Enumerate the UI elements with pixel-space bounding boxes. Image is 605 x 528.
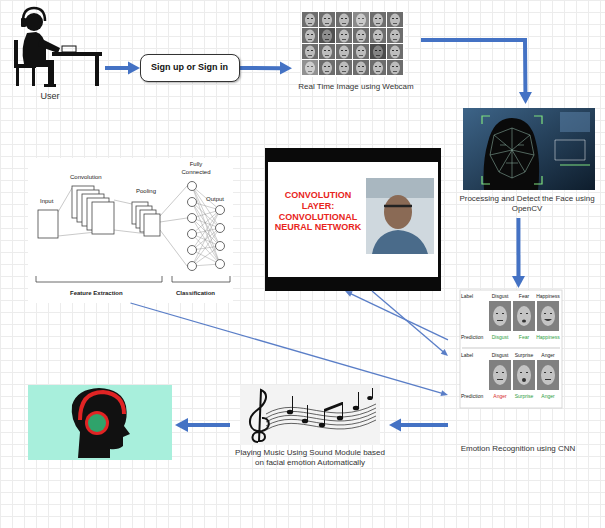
- music-notes-picture: [240, 385, 380, 445]
- connector-line: [105, 66, 129, 70]
- flow-arrow: [421, 40, 532, 104]
- caption-text: Playing Music Using Sound Module based o…: [232, 448, 388, 468]
- connector-line: [421, 40, 525, 93]
- layer-label: Pooling: [136, 188, 156, 196]
- layer-label: Fully Connected: [178, 161, 214, 176]
- emotion-table-picture: [460, 290, 562, 408]
- connector-line: [400, 423, 448, 427]
- layer-label: Classification: [176, 290, 215, 298]
- table-cell: Happiness: [537, 293, 559, 299]
- arrow-head: [512, 276, 525, 288]
- video-title: CONVOLUTION LAYER: CONVOLUTIONAL NEURAL …: [271, 190, 365, 233]
- layer-label: Feature Extraction: [70, 290, 123, 298]
- layer-label: Output: [206, 196, 224, 204]
- table-cell: Surprise: [513, 352, 535, 358]
- process-box: Sign up or Sign in: [140, 54, 240, 82]
- connector-line: [240, 66, 281, 70]
- flow-arrow: [105, 62, 140, 75]
- table-cell: Fear: [513, 334, 535, 340]
- arrow-head: [280, 62, 292, 75]
- caption-text: Real Time Image using Webcam: [292, 82, 420, 92]
- table-cell: Surprise: [513, 393, 535, 399]
- table-cell: Prediction: [461, 393, 487, 399]
- table-cell: Label: [461, 293, 487, 299]
- table-cell: Happiness: [537, 334, 559, 340]
- table-cell: Fear: [513, 293, 535, 299]
- image-panel: Processing and Detect the Face using Ope…: [452, 104, 603, 218]
- table-cell: Disgust: [489, 293, 511, 299]
- arrow-head: [128, 62, 140, 75]
- layer-label: Input: [40, 198, 53, 206]
- table-cell: Disgust: [489, 352, 511, 358]
- image-panel: Emotion Recognition using CNN: [448, 288, 589, 464]
- face-detection-picture: [463, 108, 595, 190]
- caption-text: Emotion Recognition using CNN: [448, 444, 588, 454]
- flow-arrow: [175, 418, 230, 432]
- arrow-head: [441, 349, 448, 356]
- user-figure: [14, 8, 102, 87]
- image-panel: Playing Music Using Sound Module based o…: [232, 382, 389, 478]
- table-cell: Prediction: [461, 334, 487, 340]
- caption-text: Processing and Detect the Face using Ope…: [452, 194, 602, 214]
- connector-line: [516, 218, 520, 277]
- table-cell: Anger: [537, 393, 559, 399]
- arrow-head: [440, 390, 448, 396]
- arrow-head: [389, 418, 401, 431]
- flow-arrow: [240, 62, 292, 75]
- cnn-diagram-panel: Input ConvolutionPooling Fully ConnectedOu…: [28, 158, 233, 303]
- video-thumbnail: [265, 148, 441, 291]
- flow-arrow: [389, 418, 448, 431]
- connector-line: [131, 303, 443, 393]
- table-cell: Disgust: [489, 334, 511, 340]
- flow-arrow: [345, 291, 448, 340]
- webcam-face-grid: [301, 11, 405, 77]
- layer-label: Convolution: [70, 174, 102, 182]
- connector-line: [372, 291, 443, 352]
- arrow-head: [345, 291, 353, 297]
- caption-text: User: [20, 91, 80, 102]
- flow-arrow: [372, 291, 448, 356]
- table-cell: Anger: [537, 352, 559, 358]
- arrow-head: [519, 92, 532, 104]
- connector-line: [350, 294, 448, 340]
- video-panel: CONVOLUTION LAYER: CONVOLUTIONAL NEURAL …: [265, 148, 441, 291]
- listener-head-picture: [28, 385, 172, 460]
- user-actor: User: [10, 5, 105, 105]
- image-panel: Real Time Image using Webcam: [292, 8, 421, 102]
- table-cell: Anger: [489, 393, 511, 399]
- cnn-architecture-figure: [28, 158, 233, 303]
- process-label: Sign up or Sign in: [141, 62, 238, 73]
- table-cell: Label: [461, 352, 487, 358]
- flow-arrow: [512, 218, 525, 288]
